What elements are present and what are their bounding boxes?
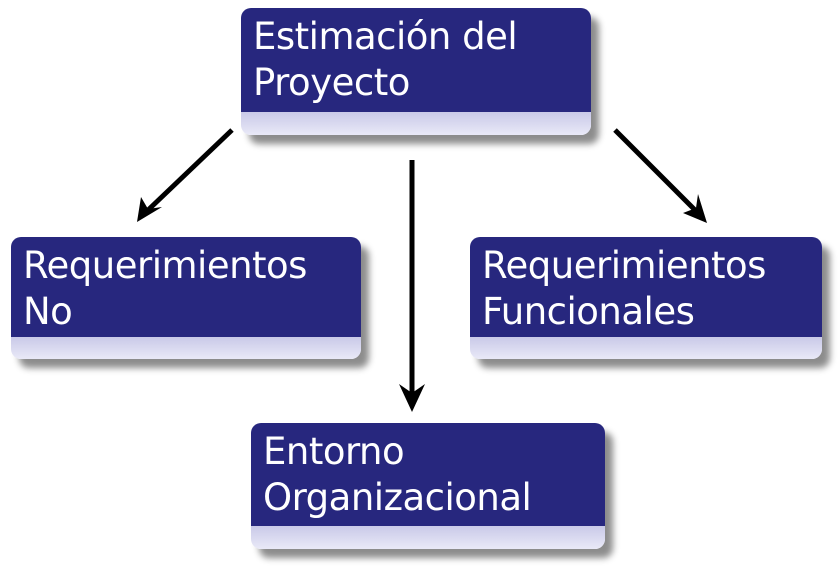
node-requerimientos-funcionales: Requerimientos Funcionales — [470, 237, 822, 359]
node-estimacion-proyecto: Estimación del Proyecto — [241, 8, 591, 135]
arrow-top-to-bottom — [399, 160, 425, 412]
arrow-top-to-left — [137, 128, 234, 222]
node-requerimientos-no-funcionales: Requerimientos No Funcionales — [11, 237, 361, 359]
node-footer — [470, 337, 822, 359]
node-label: Estimación del Proyecto — [253, 15, 518, 104]
arrow-top-to-right — [613, 128, 707, 223]
node-label: Entorno Organizacional — [263, 430, 532, 519]
node-label: Requerimientos Funcionales — [482, 244, 766, 333]
node-footer — [251, 526, 605, 549]
node-entorno-organizacional: Entorno Organizacional — [251, 423, 605, 549]
node-footer — [241, 112, 591, 135]
node-footer — [11, 337, 361, 359]
